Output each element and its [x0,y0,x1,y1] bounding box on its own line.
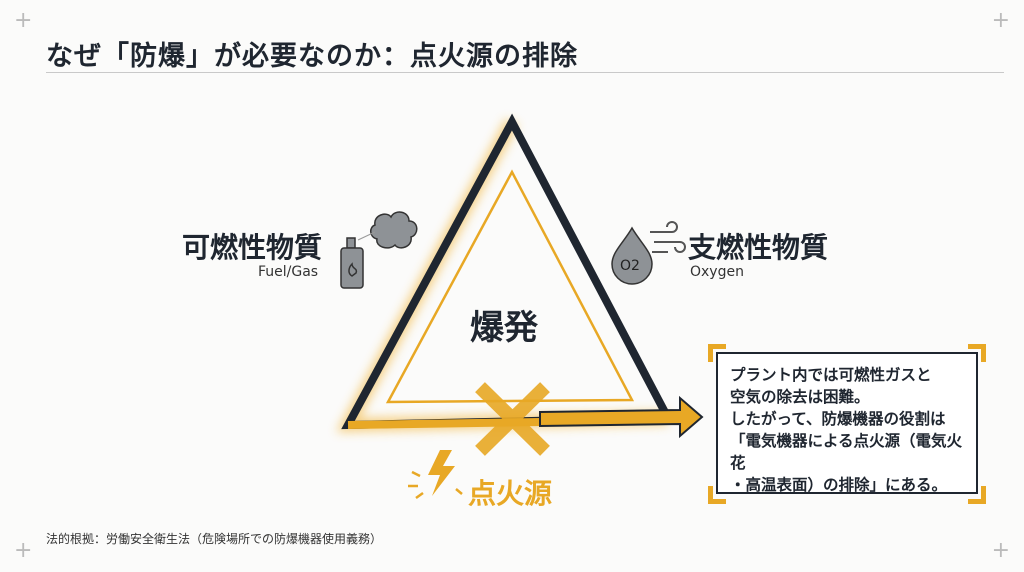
box-corner [708,486,726,504]
corner-mark: + [991,8,1010,33]
box-corner [968,486,986,504]
fuel-label: 可燃性物質 [182,231,323,264]
page-title: なぜ「防爆」が必要なのか：点火源の排除 [46,41,578,72]
note-line: プラント内では可燃性ガスと [730,366,932,384]
cross-icon [475,382,550,456]
fuel-sublabel: Fuel/Gas [258,264,319,280]
lightning-icon [408,450,463,500]
arrow-icon [539,395,704,439]
corner-mark: + [991,538,1010,563]
inner-triangle [385,169,635,404]
oxygen-sublabel: Oxygen [690,264,744,280]
ignition-label: 点火源 [468,477,553,510]
spray-lines [357,231,376,241]
corner-mark: + [14,538,33,563]
corner-mark: + [14,8,33,33]
gas-cloud-icon [370,211,418,249]
divider [46,72,1004,73]
explosion-label: 爆発 [470,308,538,348]
spray-can-icon [340,237,364,289]
box-corner [708,344,726,362]
explanation-box: プラント内では可燃性ガスと 空気の除去は困難。 したがって、防爆機器の役割は 「… [716,352,978,494]
footer-note: 法的根拠：労働安全衛生法（危険場所での防爆機器使用義務） [46,532,383,546]
note-line: したがって、防爆機器の役割は [730,410,946,428]
wind-icon [650,221,686,253]
oxygen-label: 支燃性物質 [688,231,829,264]
box-corner [968,344,986,362]
note-line: 空気の除去は困難。 [730,388,870,406]
oxygen-drop-icon [611,226,653,285]
oxygen-symbol: O2 [620,258,640,274]
note-line: 「電気機器による点火源（電気火花 [730,432,963,472]
note-line: ・高温表面）の排除」にある。 [730,476,948,494]
